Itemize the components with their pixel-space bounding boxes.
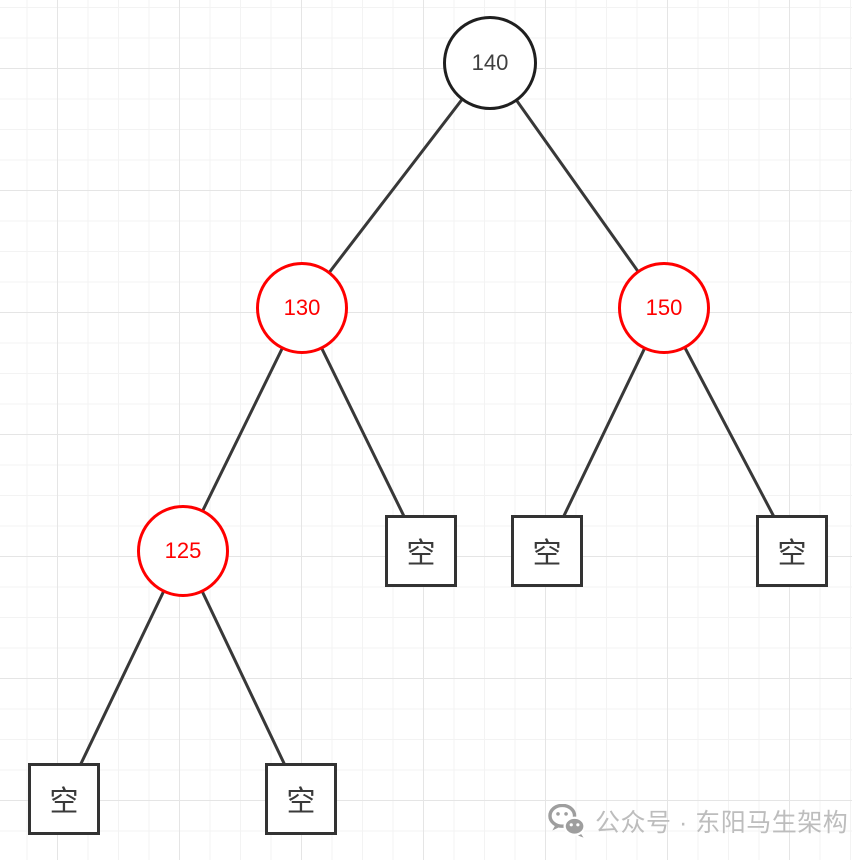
tree-node-125: 125 (137, 505, 229, 597)
watermark-text: 公众号 · 东阳马生架构 (595, 809, 849, 837)
tree-node-empty-150-right: 空 (756, 515, 828, 587)
tree-node-empty-125-left: 空 (28, 763, 100, 835)
tree-node-empty-130-right: 空 (385, 515, 457, 587)
tree-edge-140-150 (488, 62, 666, 309)
wechat-icon (548, 803, 586, 838)
tree-node-empty-150-left: 空 (511, 515, 583, 587)
tree-node-empty-125-right: 空 (265, 763, 337, 835)
tree-node-150: 150 (618, 262, 710, 354)
tree-node-140: 140 (443, 16, 537, 110)
tree-edge-140-130 (300, 62, 492, 309)
tree-node-130: 130 (256, 262, 348, 354)
watermark: 公众号 · 东阳马生架构 (548, 803, 848, 839)
